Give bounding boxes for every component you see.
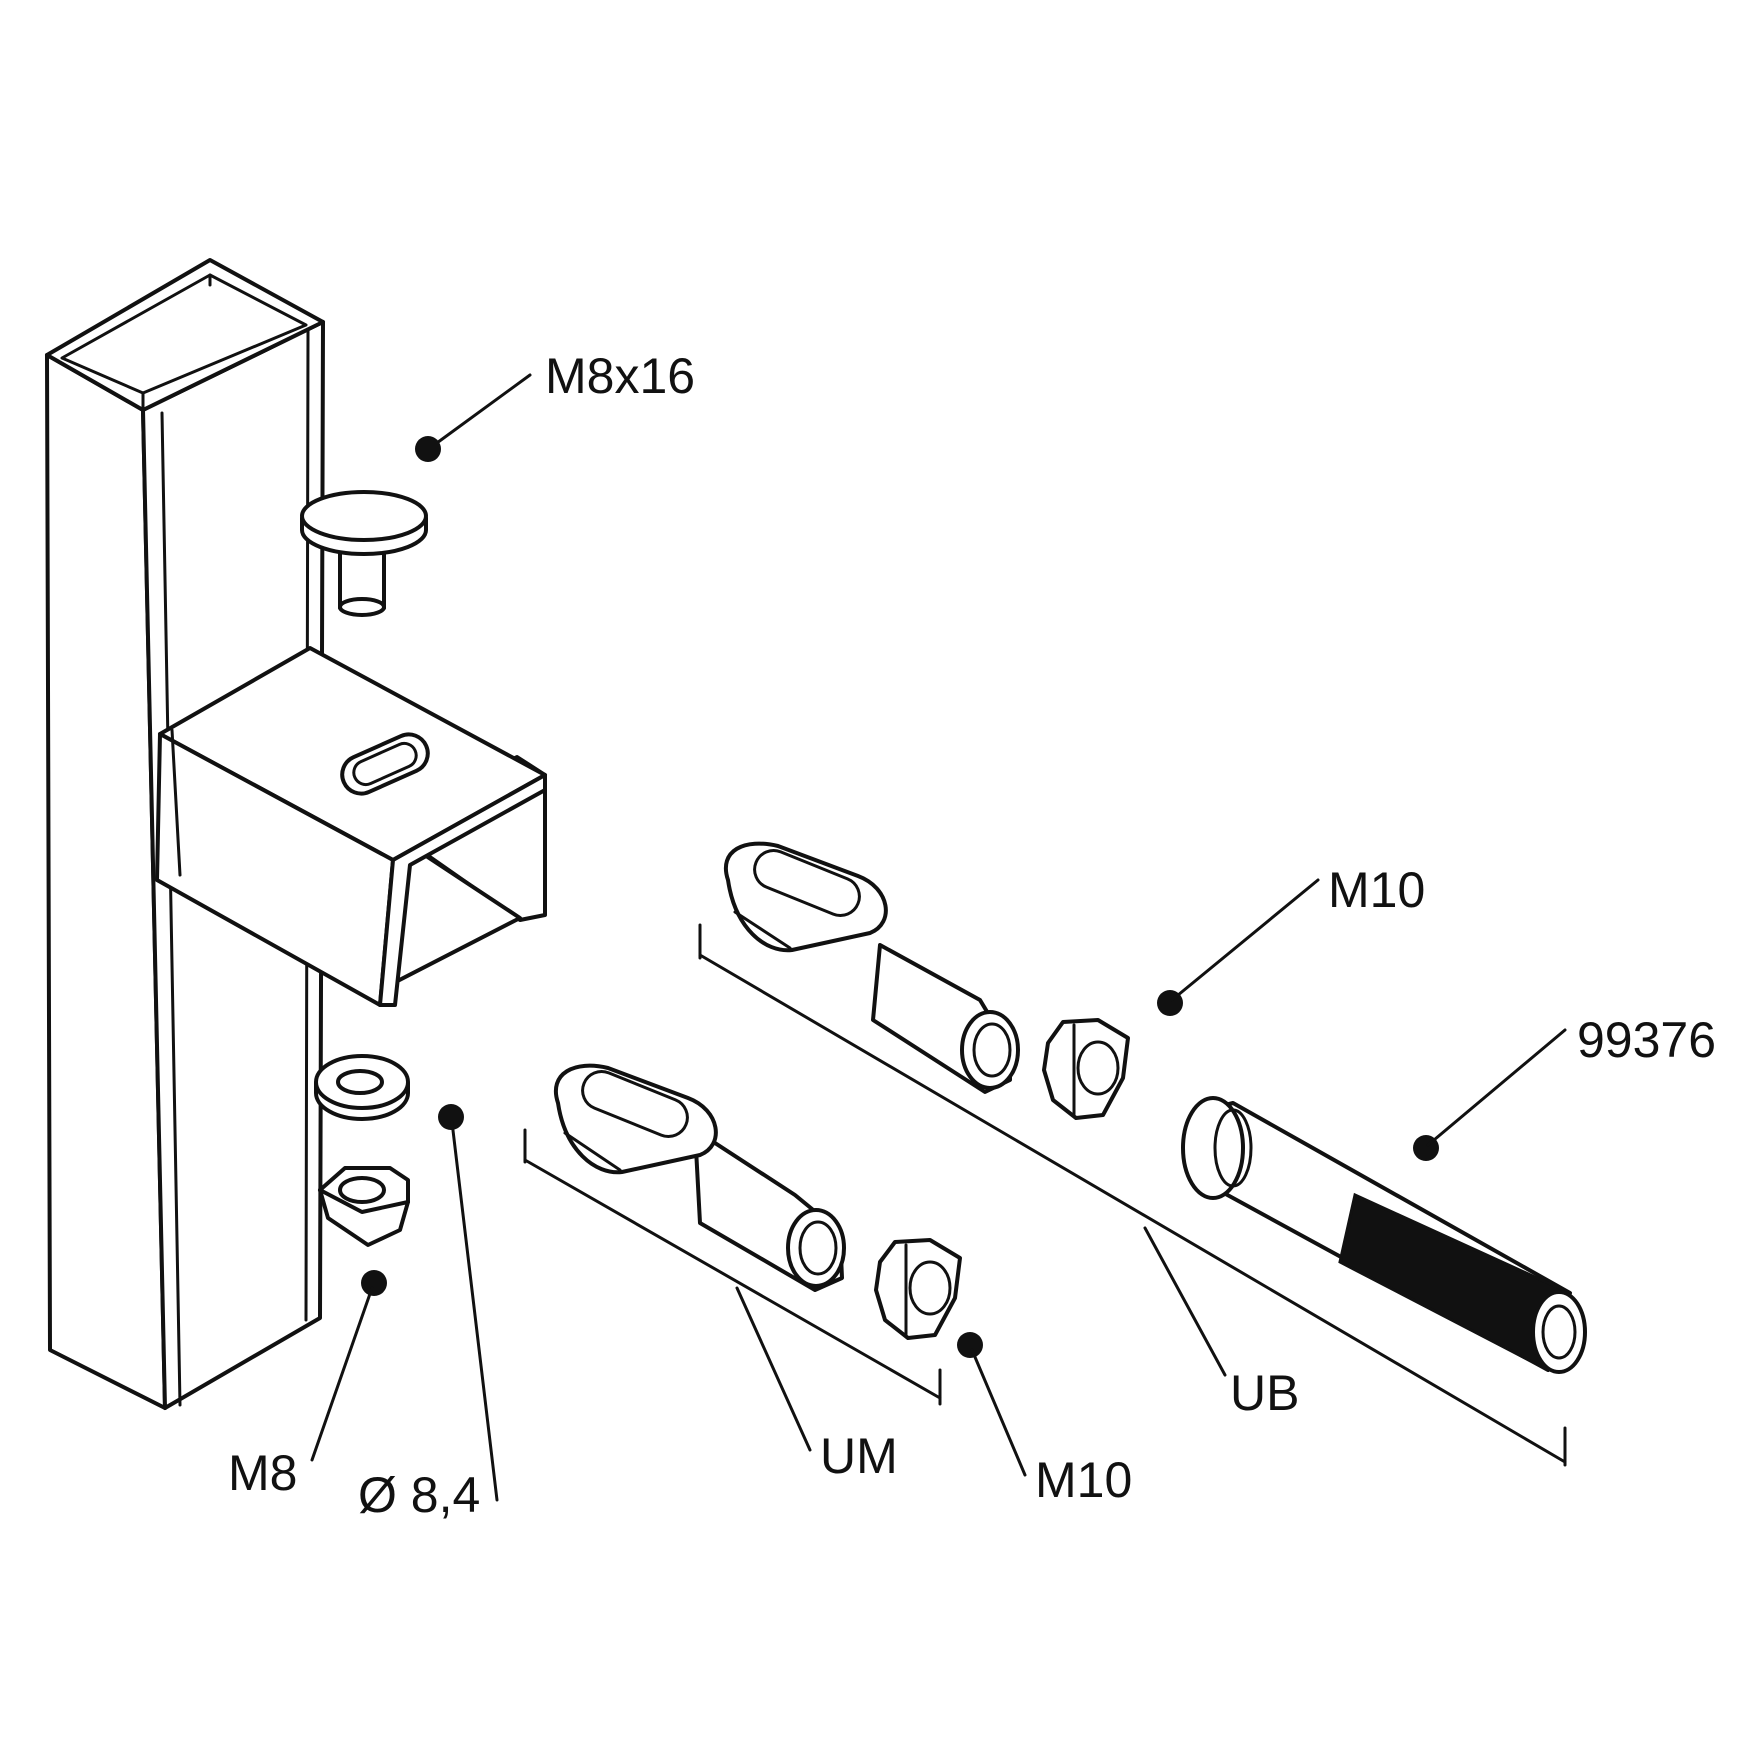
u-bracket (155, 646, 547, 1007)
callout-dot (438, 1104, 464, 1130)
callout-threaded-sleeve: 99376 (1413, 1012, 1716, 1161)
hex-nut-m8 (318, 1166, 410, 1247)
callout-nut-um: M10 (957, 1332, 1132, 1508)
callout-dot (957, 1332, 983, 1358)
fork-head-ub (724, 841, 1020, 1094)
callout-fork-ub: UB (1143, 1226, 1299, 1421)
carriage-bolt (300, 490, 428, 617)
label-nut-m8: M8 (228, 1445, 297, 1501)
square-tube-post (45, 258, 325, 1410)
hex-nut-m10-upper (1042, 1018, 1130, 1120)
dimension-bracket-ub (698, 923, 1567, 1467)
washer (314, 1054, 410, 1121)
callout-nut-ub: M10 (1157, 862, 1425, 1016)
label-fork-um: UM (820, 1428, 898, 1484)
callout-washer: Ø 8,4 (358, 1104, 499, 1523)
hex-nut-m10-lower (874, 1238, 962, 1340)
label-nut-um: M10 (1035, 1452, 1132, 1508)
label-threaded-sleeve: 99376 (1577, 1012, 1716, 1068)
label-carriage-bolt: M8x16 (545, 348, 695, 404)
callout-dot (361, 1270, 387, 1296)
label-nut-ub: M10 (1328, 862, 1425, 918)
callout-dot (415, 436, 441, 462)
callout-carriage-bolt: M8x16 (415, 348, 695, 462)
dimension-bracket-um (523, 1128, 942, 1406)
threaded-sleeve (1181, 1096, 1587, 1374)
label-fork-ub: UB (1230, 1365, 1299, 1421)
callout-fork-um: UM (735, 1286, 898, 1484)
callout-nut-m8: M8 (228, 1270, 387, 1501)
fork-head-um (554, 1063, 846, 1292)
label-washer: Ø 8,4 (358, 1467, 480, 1523)
